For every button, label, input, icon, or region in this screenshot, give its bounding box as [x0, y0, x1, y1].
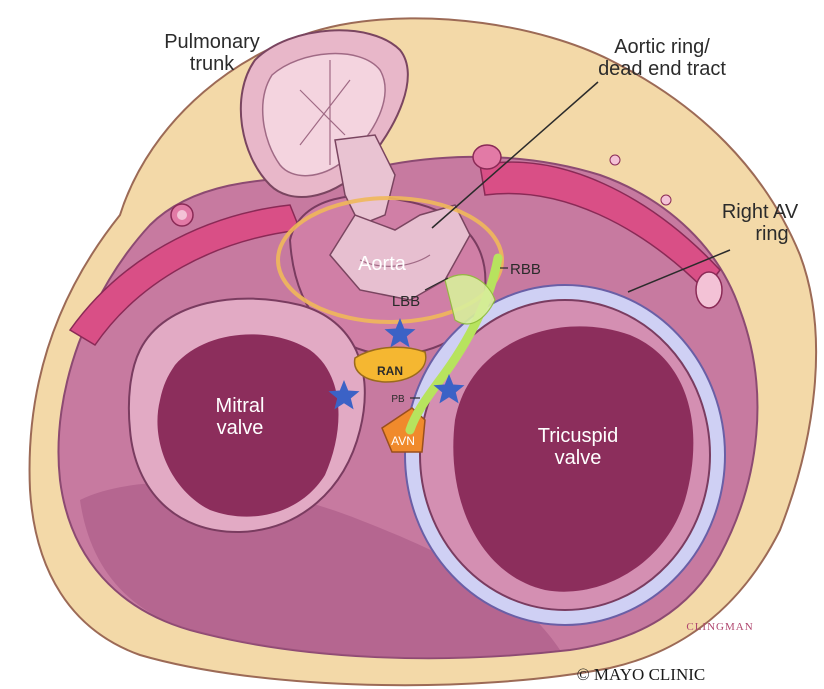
rca-distal-section	[695, 271, 723, 309]
tricuspid-valve-label-line1: Tricuspid	[538, 425, 618, 447]
ran-node	[353, 346, 427, 383]
right-av-ring-leader	[627, 249, 731, 293]
aortic-ring-leader	[431, 81, 599, 229]
aortic-ring-label-line2: dead end tract	[598, 58, 726, 80]
left-bundle-branch	[444, 274, 496, 325]
star-marker	[384, 318, 416, 348]
aortic-ring-label-line1: Aortic ring/	[614, 36, 710, 58]
aorta-label: Aorta	[358, 253, 407, 275]
rbb-label: RBB	[510, 261, 541, 278]
tricuspid-valve-label-line2: valve	[555, 447, 602, 469]
mitral-valve-label-line1: Mitral	[216, 395, 265, 417]
rca-cross-section	[472, 144, 502, 170]
pulmonary-trunk-label-line2: trunk	[190, 53, 235, 75]
pb-label: PB	[391, 394, 405, 405]
lbb-label: LBB	[392, 293, 420, 310]
small-vessel	[660, 194, 672, 206]
star-marker	[433, 374, 465, 404]
coronary-vessel-lumen	[177, 210, 187, 220]
tricuspid-valve	[419, 299, 711, 611]
right-av-ring-label-line2: ring	[755, 223, 788, 245]
pulmonary-trunk-label-line1: Pulmonary	[164, 31, 260, 53]
artist-signature: CLINGMAN	[686, 621, 753, 633]
right-av-ring-label-line1: Right AV	[722, 201, 799, 223]
small-vessel	[609, 154, 621, 166]
lbb-leader	[424, 277, 449, 291]
left-coronary-artery	[68, 204, 302, 347]
ran-label: RAN	[377, 364, 403, 378]
mitral-valve	[127, 297, 366, 534]
star-marker	[328, 380, 360, 410]
avn-label: AVN	[391, 434, 415, 448]
copyright-notice: © MAYO CLINIC	[577, 665, 705, 684]
mitral-valve-label-line2: valve	[217, 417, 264, 439]
